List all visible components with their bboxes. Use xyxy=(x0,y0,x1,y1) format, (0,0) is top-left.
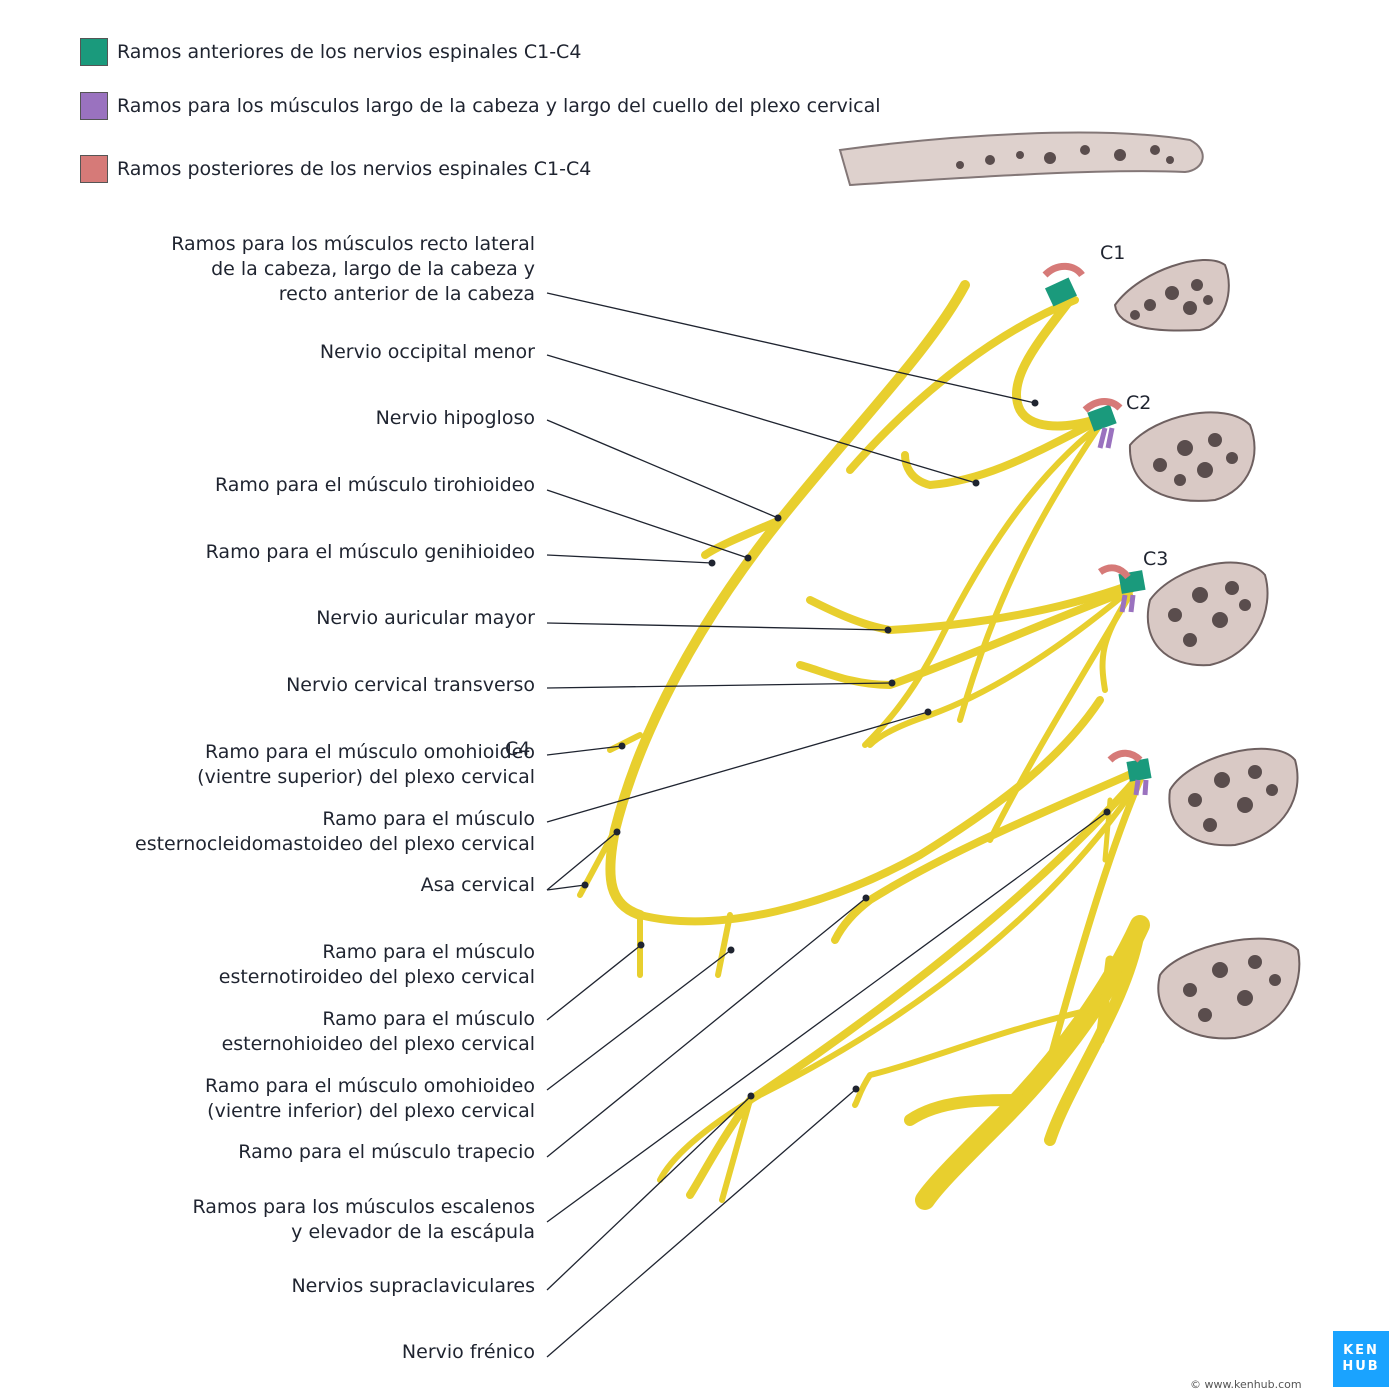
vertebra-label-c2: C2 xyxy=(1126,392,1152,414)
vertebra-label-c3: C3 xyxy=(1143,548,1169,570)
leader-lines xyxy=(546,292,1108,1358)
vertebra-c2 xyxy=(1128,411,1256,502)
legend-swatch-longus xyxy=(80,92,108,120)
label-hipogloso: Nervio hipogloso xyxy=(375,407,535,429)
vertebra-c4 xyxy=(1168,747,1299,847)
label-esternotiroideo: Ramo para el músculo esternotiroideo del… xyxy=(218,941,535,988)
vertebra-c3 xyxy=(1146,561,1269,667)
label-tirohioideo: Ramo para el músculo tirohioideo xyxy=(214,474,535,496)
legend-label-longus: Ramos para los músculos largo de la cabe… xyxy=(117,95,881,117)
legend-swatch-anterior xyxy=(80,38,108,66)
label-occipital-menor: Nervio occipital menor xyxy=(319,341,535,363)
label-frenico: Nervio frénico xyxy=(401,1341,535,1363)
root-markers xyxy=(1042,262,1152,796)
label-trapecio: Ramo para el músculo trapecio xyxy=(238,1141,535,1163)
label-cervical-transverso: Nervio cervical transverso xyxy=(286,674,535,696)
leader-dots xyxy=(581,399,1111,1100)
label-supraclaviculares: Nervios supraclaviculares xyxy=(291,1275,535,1297)
label-esternohioideo: Ramo para el músculo esternohioideo del … xyxy=(221,1008,535,1055)
vertebra-c1 xyxy=(1113,259,1230,332)
label-esternocleidomastoideo: Ramo para el músculo esternocleidomastoi… xyxy=(135,808,535,855)
label-recto-lateral: Ramos para los músculos recto lateral de… xyxy=(171,233,535,305)
logo-line-2: HUB xyxy=(1342,1359,1380,1374)
skull-base xyxy=(838,131,1204,187)
vertebra-label-c4: C4 xyxy=(505,738,531,760)
legend-label-anterior: Ramos anteriores de los nervios espinale… xyxy=(117,41,582,63)
legend-item-posterior: Ramos posteriores de los nervios espinal… xyxy=(80,153,591,185)
legend-item-anterior: Ramos anteriores de los nervios espinale… xyxy=(80,36,581,68)
vertebra-label-c1: C1 xyxy=(1100,242,1126,264)
logo-line-1: KEN xyxy=(1343,1343,1379,1358)
label-auricular-mayor: Nervio auricular mayor xyxy=(316,607,535,629)
credit-text: © www.kenhub.com xyxy=(1190,1378,1302,1391)
legend-label-posterior: Ramos posteriores de los nervios espinal… xyxy=(117,158,592,180)
legend-swatch-posterior xyxy=(80,155,108,183)
label-omohioideo-inferior: Ramo para el músculo omohioideo (vientre… xyxy=(204,1075,535,1122)
label-escalenos: Ramos para los músculos escalenos y elev… xyxy=(192,1196,535,1243)
legend-item-longus: Ramos para los músculos largo de la cabe… xyxy=(80,90,881,122)
kenhub-logo: KEN HUB xyxy=(1333,1331,1389,1387)
label-omohioideo-superior: Ramo para el músculo omohioideo (vientre… xyxy=(197,741,535,788)
label-genihioideo: Ramo para el músculo genihioideo xyxy=(205,541,535,563)
label-asa-cervical: Asa cervical xyxy=(420,874,535,896)
vertebra-c5 xyxy=(1157,937,1301,1040)
nerves xyxy=(577,280,1150,1210)
